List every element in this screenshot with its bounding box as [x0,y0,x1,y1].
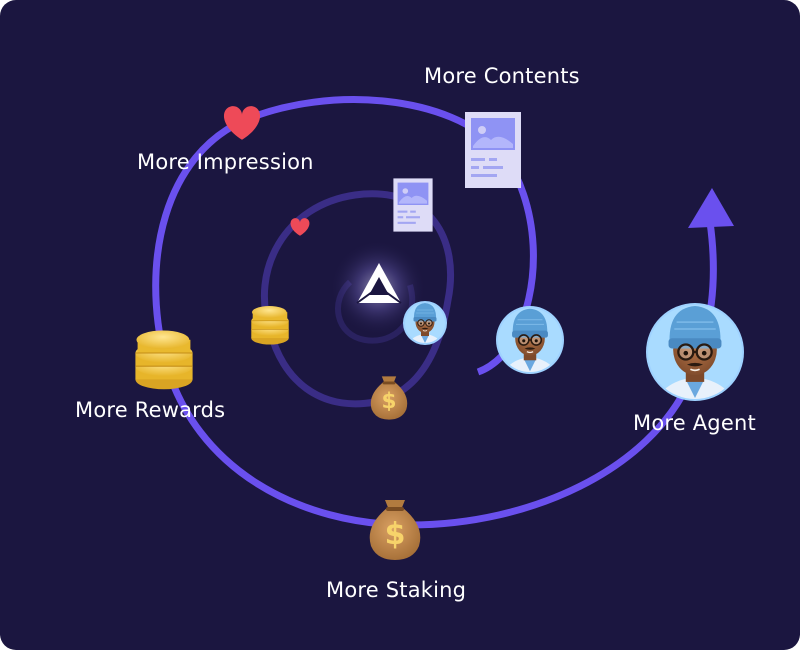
label-more-impression: More Impression [137,150,314,174]
money-bag-icon: $ [370,376,408,420]
label-more-contents: More Contents [424,64,580,88]
coin-stack-icon [134,329,194,390]
content-document-icon [465,112,521,188]
heart-icon [290,218,310,236]
spiral-arrow-head [688,188,734,228]
money-bag-symbol: $ [385,517,406,552]
label-more-staking: More Staking [326,578,467,602]
coin-stack-icon [250,305,290,345]
content-document-icon [393,178,433,232]
money-bag-icon: $ [369,500,421,560]
agent-avatar-icon [403,301,447,345]
agent-avatar-icon [646,303,744,401]
label-more-agent: More Agent [633,411,756,435]
money-bag-symbol: $ [381,389,396,414]
label-more-rewards: More Rewards [75,398,226,422]
platform-logo-icon [356,263,402,304]
agent-avatar-icon [496,306,564,374]
heart-icon [223,106,261,140]
